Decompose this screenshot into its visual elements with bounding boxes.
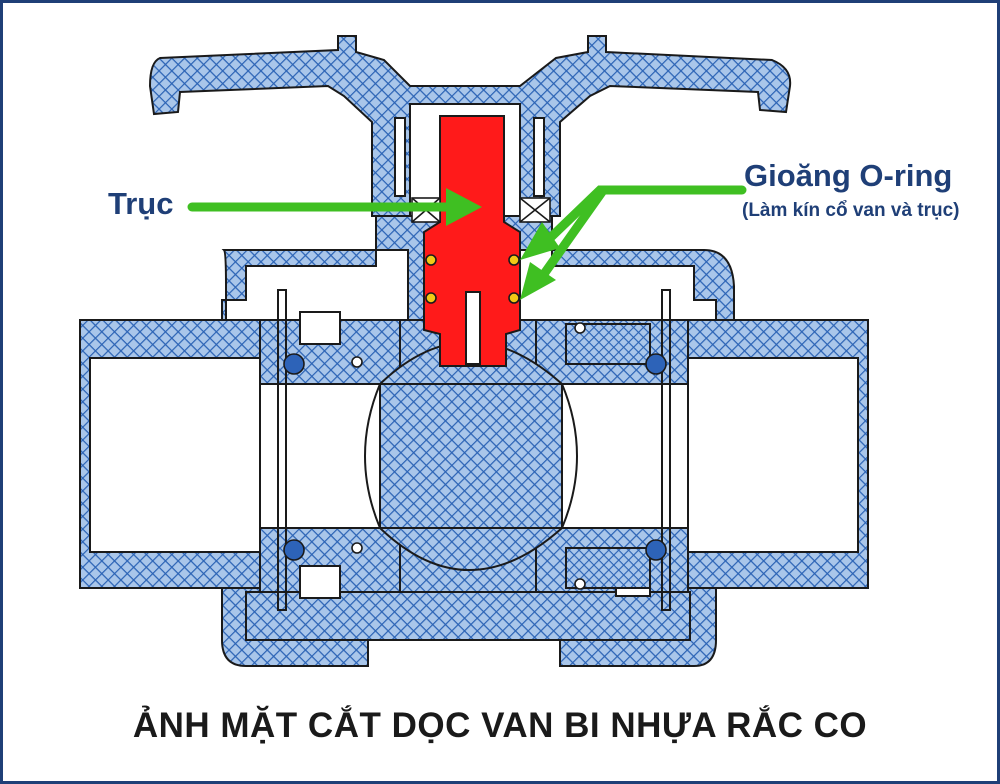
bore [89,357,859,553]
arrow-right [520,222,560,260]
handle-slots [394,117,545,197]
o-ring-note: (Làm kín cổ van và trục) [742,200,960,221]
o-ring [425,292,437,304]
o-ring [508,254,520,266]
o-ring [283,353,305,375]
o-ring [283,539,305,561]
o-ring-label: Gioăng O-ring [744,158,953,193]
body-bottom [245,591,691,641]
diagram-caption: ẢNH MẶT CẮT DỌC VAN BI NHỰA RẮC CO [132,706,868,745]
o-ring [425,254,437,266]
arrow-right [520,262,556,300]
body-o-rings [283,322,667,590]
arrow-right [446,188,482,226]
stem-o-rings [425,254,520,304]
arrow-right [539,187,607,279]
handle [148,35,792,217]
shaft-label: Trục [108,186,174,221]
o-ring [645,353,667,375]
o-ring [574,322,586,334]
o-ring [508,292,520,304]
arrows [187,185,747,300]
o-ring [351,356,363,368]
shaft [423,115,521,367]
o-ring [645,539,667,561]
o-ring [351,542,363,554]
o-ring [574,578,586,590]
